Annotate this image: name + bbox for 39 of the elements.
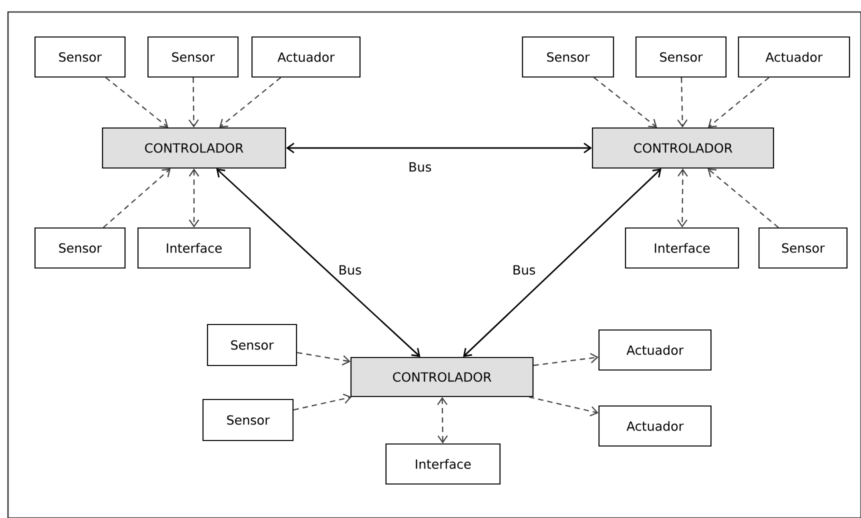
device-box: Sensor (206, 324, 298, 366)
arrow (677, 78, 688, 128)
bus-arrow (286, 142, 592, 154)
arrow (677, 168, 688, 228)
device-box: Sensor (34, 36, 126, 78)
device-box: Actuador (598, 329, 712, 371)
arrow (708, 168, 779, 228)
device-box: Sensor (34, 227, 126, 269)
edge-label: Bus (410, 162, 432, 172)
device-box: Actuador (738, 36, 850, 78)
device-box: Interface (624, 227, 740, 269)
device-box: Sensor (758, 227, 848, 269)
device-box: Sensor (635, 36, 727, 78)
device-box: Actuador (251, 36, 361, 78)
edge-label: Bus (340, 265, 362, 275)
device-box: Sensor (522, 36, 614, 78)
arrow (594, 77, 658, 128)
device-box: Interface (137, 227, 251, 269)
arrow (293, 394, 352, 410)
arrow (528, 396, 598, 416)
device-box: Sensor (202, 398, 294, 442)
arrow (708, 77, 770, 128)
controller-box: CONTROLADOR (350, 356, 534, 398)
arrow (188, 78, 199, 128)
controller-box: CONTROLADOR (102, 127, 286, 169)
bus-arrow (463, 168, 662, 357)
arrow (188, 168, 200, 228)
arrow (219, 77, 282, 128)
arrow (296, 352, 350, 366)
controller-box: CONTROLADOR (592, 127, 774, 169)
arrow (533, 352, 598, 366)
arrow (105, 77, 168, 128)
arrow (103, 168, 171, 228)
device-box: Sensor (147, 36, 239, 78)
bus-arrow (216, 168, 420, 357)
edge-label: Bus (514, 265, 536, 275)
arrow (437, 397, 448, 444)
device-box: Interface (385, 443, 501, 485)
device-box: Actuador (598, 405, 712, 447)
